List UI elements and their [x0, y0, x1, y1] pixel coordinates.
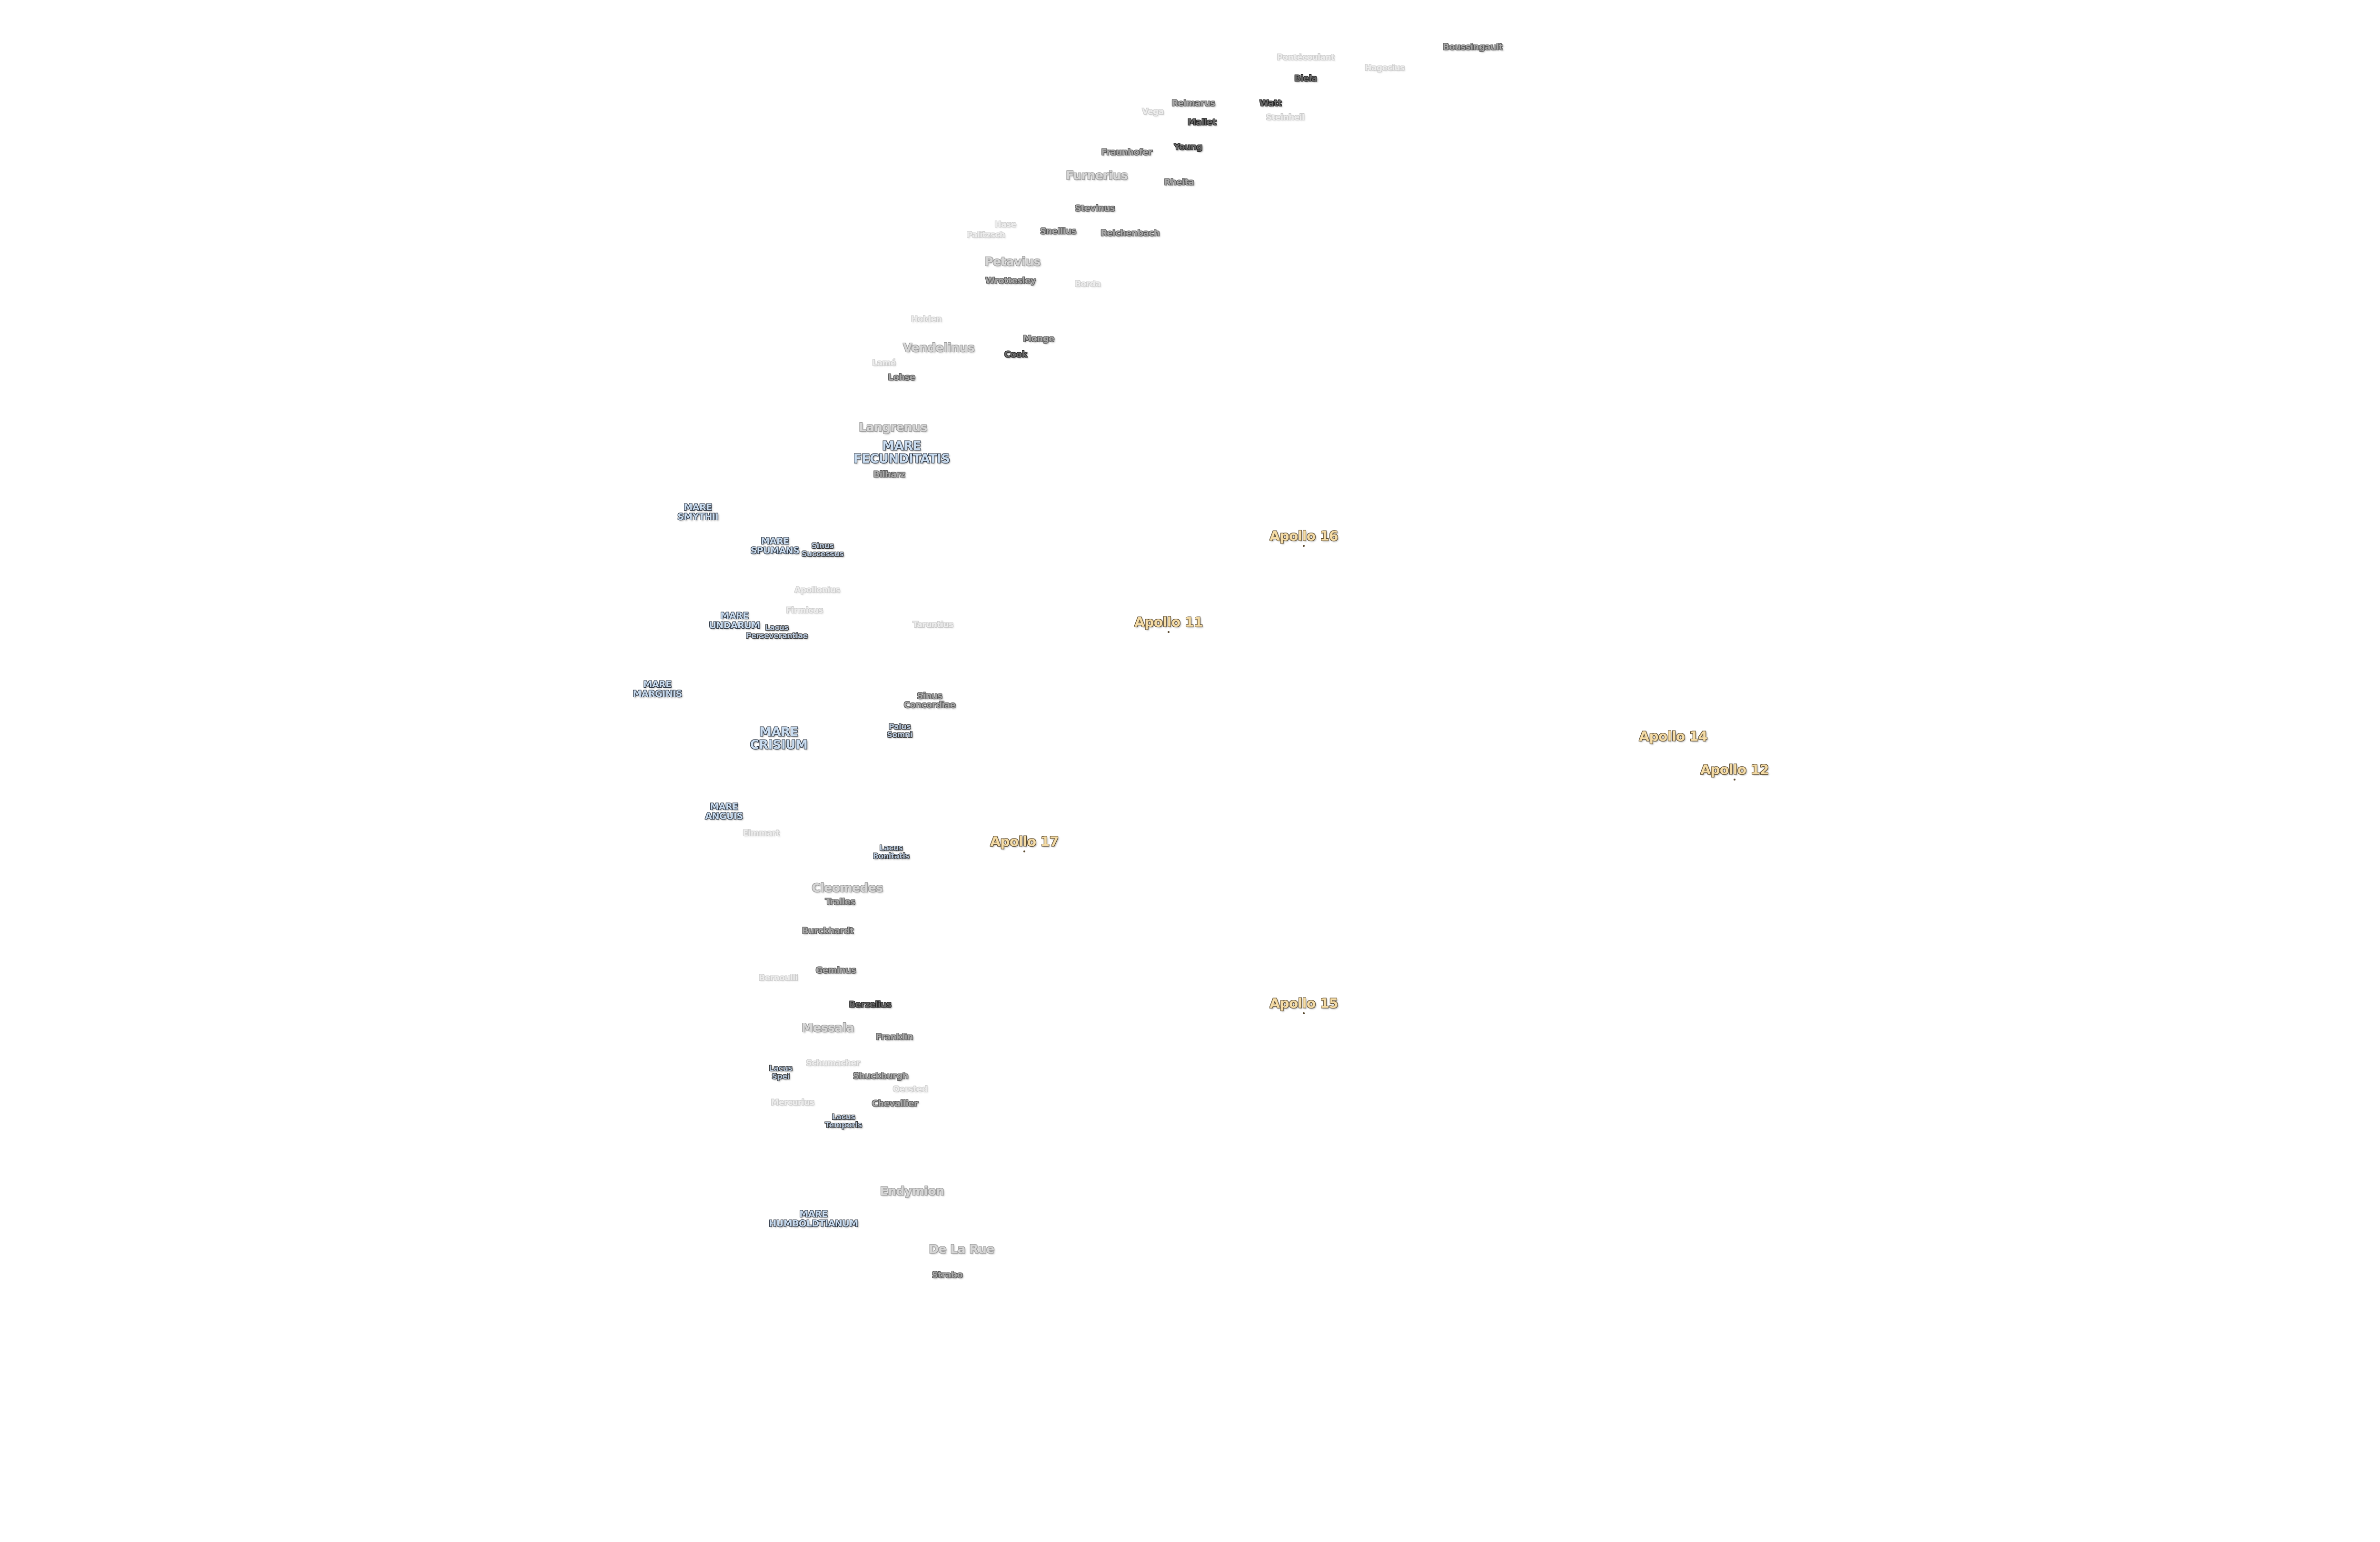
crater-label[interactable]: Bernoulli [759, 973, 798, 983]
crater-label[interactable]: Lohse [888, 372, 915, 383]
lacus-label[interactable]: Lacus Bonitatis [873, 843, 910, 860]
sinus-label[interactable]: Sinus Concordiae [903, 691, 956, 710]
crater-label[interactable]: Franklin [875, 1032, 913, 1042]
mare-label[interactable]: MARE ANGUIS [705, 801, 743, 821]
crater-label[interactable]: Shuckburgh [853, 1071, 909, 1081]
mare-label[interactable]: MARE SPUMANS [750, 536, 800, 556]
crater-label[interactable]: Furnerius [1066, 168, 1128, 182]
apollo-site-label[interactable]: Apollo 17 [990, 833, 1059, 850]
crater-label[interactable]: Holden [911, 315, 942, 325]
crater-label[interactable]: Chevallier [872, 1098, 918, 1109]
palus-label[interactable]: Palus Somni [887, 722, 912, 739]
crater-label[interactable]: Oersted [892, 1085, 928, 1095]
landing-site-marker[interactable] [1023, 850, 1025, 852]
crater-label[interactable]: Petavius [984, 254, 1041, 268]
crater-label[interactable]: De La Rue [929, 1242, 994, 1256]
crater-label[interactable]: Reichenbach [1101, 228, 1160, 238]
landing-site-marker[interactable] [1303, 1012, 1305, 1014]
landing-site-marker[interactable] [1303, 545, 1305, 547]
crater-label[interactable]: Firmicus [786, 606, 823, 616]
apollo-site-label[interactable]: Apollo 16 [1269, 528, 1338, 544]
crater-label[interactable]: Hagecius [1365, 63, 1405, 73]
crater-label[interactable]: Messala [801, 1020, 854, 1035]
crater-label[interactable]: Burckhardt [802, 926, 854, 936]
crater-label[interactable]: Bilharz [873, 469, 905, 480]
sinus-label[interactable]: Sinus Successus [801, 541, 844, 558]
crater-label[interactable]: Stevinus [1074, 203, 1115, 214]
mare-label[interactable]: MARE FECUNDITATIS [853, 439, 950, 466]
lacus-label[interactable]: Lacus Perseverantiae [746, 623, 808, 640]
crater-label[interactable]: Vendelinus [902, 340, 975, 355]
crater-label[interactable]: Mallet [1187, 117, 1217, 128]
crater-label[interactable]: Langrenus [859, 420, 927, 434]
crater-label[interactable]: Pontécoulant [1277, 53, 1335, 63]
crater-label[interactable]: Taruntius [912, 620, 953, 630]
crater-label[interactable]: Wrottesley [985, 276, 1036, 286]
crater-label[interactable]: Boussingault [1443, 42, 1503, 52]
lacus-label[interactable]: Lacus Temporis [825, 1112, 862, 1129]
crater-label[interactable]: Cook [1004, 349, 1027, 360]
crater-label[interactable]: Young [1174, 142, 1202, 152]
apollo-site-label[interactable]: Apollo 12 [1700, 761, 1769, 778]
crater-label[interactable]: Hase [994, 220, 1016, 230]
crater-label[interactable]: Strabo [932, 1270, 963, 1280]
crater-label[interactable]: Mercurius [771, 1098, 814, 1108]
crater-label[interactable]: Berzelius [849, 999, 892, 1010]
crater-label[interactable]: Lamé [872, 358, 896, 368]
crater-label[interactable]: Palitzsch [966, 230, 1005, 240]
apollo-site-label[interactable]: Apollo 14 [1639, 728, 1707, 744]
apollo-site-label[interactable]: Apollo 15 [1269, 995, 1338, 1011]
crater-label[interactable]: Steinheil [1266, 113, 1305, 123]
mare-label[interactable]: MARE CRISIUM [750, 725, 808, 752]
crater-label[interactable]: Monge [1023, 334, 1054, 344]
crater-label[interactable]: Geminus [815, 965, 856, 976]
crater-label[interactable]: Endymion [880, 1184, 944, 1198]
crater-label[interactable]: Fraunhofer [1101, 147, 1152, 158]
crater-label[interactable]: Eimmart [743, 829, 780, 839]
landing-site-marker[interactable] [1168, 631, 1170, 633]
crater-label[interactable]: Tralles [825, 897, 855, 907]
crater-label[interactable]: Schumacher [806, 1058, 860, 1068]
crater-label[interactable]: Reimarus [1171, 98, 1215, 109]
crater-label[interactable]: Apollonius [794, 585, 840, 595]
crater-label[interactable]: Rheita [1164, 177, 1194, 188]
crater-label[interactable]: Snellius [1040, 226, 1077, 237]
landing-site-marker[interactable] [1734, 779, 1735, 781]
apollo-site-label[interactable]: Apollo 11 [1134, 614, 1203, 630]
crater-label[interactable]: Biela [1294, 73, 1317, 84]
crater-label[interactable]: Cleomedes [812, 880, 883, 895]
mare-label[interactable]: MARE MARGINIS [633, 679, 682, 699]
crater-label[interactable]: Watt [1259, 98, 1282, 109]
mare-label[interactable]: MARE UNDARUM [709, 611, 760, 631]
mare-label[interactable]: MARE SMYTHII [677, 502, 718, 522]
crater-label[interactable]: Vega [1142, 107, 1164, 117]
crater-label[interactable]: Borda [1074, 279, 1101, 289]
mare-label[interactable]: MARE HUMBOLDTIANUM [769, 1209, 858, 1229]
lacus-label[interactable]: Lacus Spei [769, 1064, 793, 1081]
